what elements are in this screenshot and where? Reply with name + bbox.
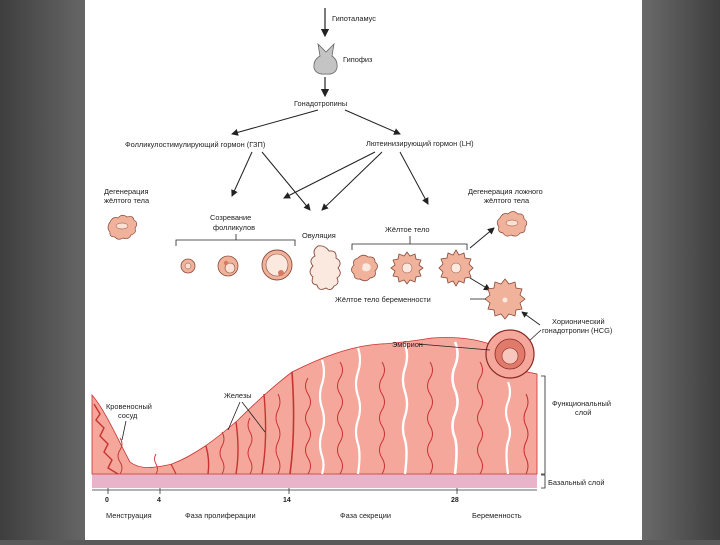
hypothalamus-label: Гипоталамус	[332, 14, 376, 23]
implanted-embryo	[485, 329, 535, 379]
pregnancy-cl-label: Жёлтое тело беременности	[335, 295, 431, 304]
gland-crypt	[289, 371, 295, 475]
corpus-luteum-bracket	[351, 243, 468, 250]
menstrual-surface	[93, 403, 119, 475]
spiral-artery	[427, 361, 433, 475]
gland-crypt	[401, 343, 409, 475]
basal-layer-label: Базальный слой	[548, 478, 604, 487]
day-label-28: 28	[451, 497, 459, 504]
false-cl-degeneration-label-1: Дегенерация ложного	[468, 187, 543, 196]
spiral-artery	[477, 361, 483, 475]
cl-degeneration-label-2: жёлтого тела	[104, 196, 150, 205]
day-label-4: 4	[157, 497, 161, 504]
phase-label-secretion: Фаза секреции	[340, 511, 391, 520]
spiral-artery	[154, 453, 158, 475]
primary-follicle	[180, 258, 196, 274]
arrow-lh-ovulation-1	[283, 151, 376, 199]
basal-layer	[92, 474, 537, 488]
arrow-to-fsh	[231, 109, 319, 136]
lh-label: Лютеинизирующий гормон (LH)	[366, 139, 474, 148]
degenerated-corpus-luteum	[107, 214, 138, 240]
endometrium	[91, 329, 538, 488]
arrow-hcg	[521, 311, 541, 326]
early-corpus-luteum	[351, 254, 378, 282]
spiral-artery	[523, 393, 529, 475]
spiral-artery	[379, 361, 385, 475]
pregnancy-corpus-luteum	[484, 278, 526, 320]
blood-vessel-label-1: Кровеносный	[106, 402, 152, 411]
functional-layer-label-2: слой	[575, 408, 591, 417]
gland-crypt	[261, 393, 267, 475]
hcg-label-1: Хорионический	[552, 317, 605, 326]
spiral-artery	[247, 417, 253, 475]
degenerated-false-corpus-luteum	[496, 211, 528, 237]
functional-layer	[91, 337, 538, 475]
gonadotropins-label: Гонадотропины	[294, 99, 347, 108]
blood-vessel-label-2: сосуд	[118, 411, 138, 420]
spiral-artery	[275, 393, 281, 475]
arrow-lh-ovulation-2	[321, 151, 383, 211]
pituitary-label: Гипофиз	[343, 55, 373, 64]
cl-degeneration-label-1: Дегенерация	[104, 187, 149, 196]
slide: Гипоталамус Гипофиз Гонадотропины Фоллик…	[85, 0, 642, 540]
spiral-artery	[117, 437, 123, 475]
functional-layer-bracket	[541, 375, 546, 475]
hcg-label-2: гонадотропин (HCG)	[542, 326, 612, 335]
follicle-maturation-label-1: Созревание	[210, 213, 251, 222]
gland-crypt	[235, 421, 239, 475]
false-cl-degeneration-label-2: жёлтого тела	[484, 196, 530, 205]
corpus-luteum-label: Жёлтое тело	[385, 225, 430, 234]
spiral-artery	[305, 377, 311, 475]
embryo-label: Эмбрион	[392, 340, 423, 349]
slide-frame-right	[642, 0, 720, 540]
arrow-lh-corpus-luteum	[399, 151, 429, 205]
arrow-to-false-cl-degeneration	[469, 227, 495, 249]
glands-leader-2	[241, 401, 266, 433]
mature-corpus-luteum	[438, 249, 474, 287]
mid-corpus-luteum	[390, 251, 424, 285]
arrow-to-lh	[344, 109, 401, 135]
spiral-artery	[219, 431, 225, 475]
pituitary-gland	[313, 42, 338, 75]
secondary-follicle	[217, 255, 239, 277]
fsh-label: Фолликулостимулирующий гормон (ГЗП)	[125, 140, 265, 149]
hormonal-regulation-diagram: Гипоталамус Гипофиз Гонадотропины Фоллик…	[91, 8, 612, 520]
gland-crypt	[504, 381, 512, 475]
blood-vessel-leader	[121, 420, 127, 441]
glands-leader-1	[227, 401, 241, 431]
ruptured-follicle	[309, 245, 341, 291]
phase-label-pregnancy: Беременность	[472, 511, 522, 520]
spiral-artery	[337, 361, 343, 475]
embryo-leader	[417, 343, 491, 351]
gland-crypt	[354, 347, 362, 475]
follicle-bracket	[175, 239, 296, 246]
day-label-14: 14	[283, 497, 291, 504]
ovulation-label: Овуляция	[302, 231, 336, 240]
gland-crypt	[451, 341, 459, 475]
glands-label: Железы	[224, 391, 252, 400]
functional-layer-label-1: Функциональный	[552, 399, 611, 408]
phase-label-menstruation: Менструация	[106, 511, 152, 520]
day-label-0: 0	[105, 497, 109, 504]
slide-frame-left	[0, 0, 85, 540]
gland-crypt	[318, 359, 326, 475]
arrow-fsh-follicle	[231, 151, 253, 197]
arrow-fsh-ovulation	[261, 151, 311, 211]
gland-crypt	[205, 445, 210, 475]
arrow-to-pregnancy-cl	[469, 277, 491, 291]
mature-follicle	[261, 249, 293, 281]
gland-crypt	[170, 463, 177, 475]
basal-layer-bracket	[541, 474, 546, 489]
follicle-maturation-label-2: фолликулов	[213, 223, 255, 232]
phase-label-proliferation: Фаза пролиферации	[185, 511, 256, 520]
